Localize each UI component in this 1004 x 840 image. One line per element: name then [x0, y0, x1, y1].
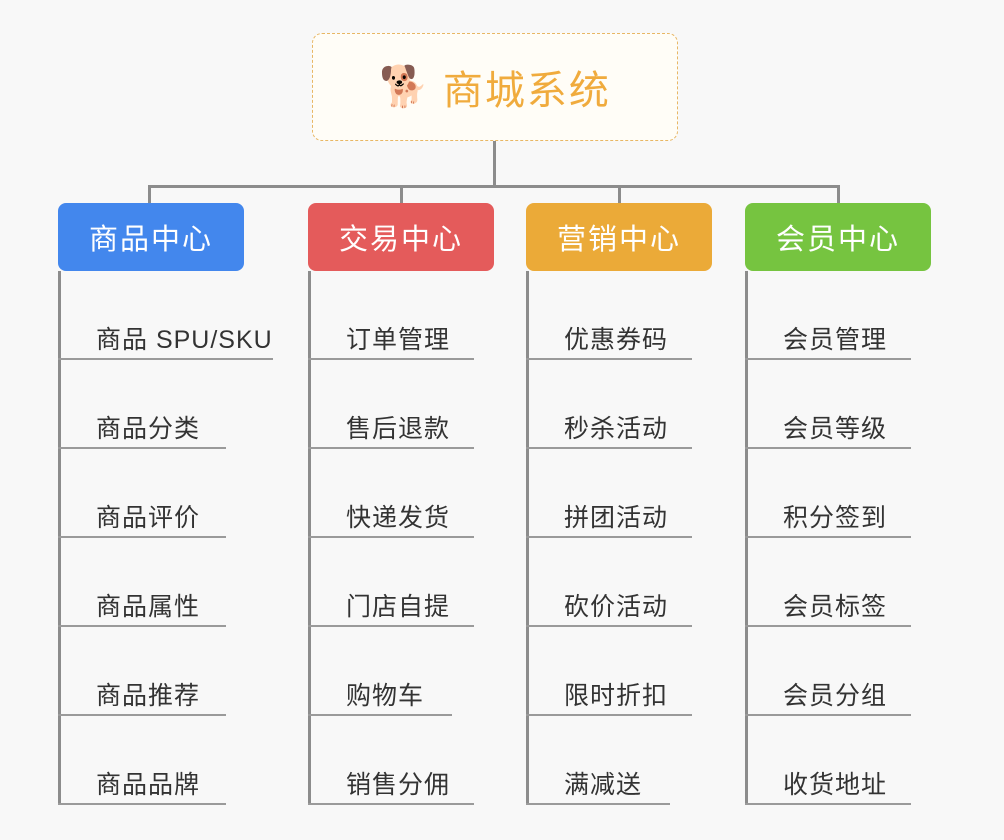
branch-member-center: 会员中心 会员管理 会员等级 积分签到 会员标签 会员分组 收货地址 — [745, 203, 931, 805]
branch-title-product-center: 商品中心 — [88, 224, 213, 256]
leaf-label: 满减送 — [564, 770, 643, 799]
leaf-label: 售后退款 — [346, 414, 451, 443]
leaf-item[interactable]: 商品属性 — [58, 538, 226, 627]
leaf-item[interactable]: 会员分组 — [745, 627, 911, 716]
branch-header-marketing-center[interactable]: 营销中心 — [526, 203, 712, 271]
leaf-item[interactable]: 优惠券码 — [526, 271, 692, 360]
leaf-item[interactable]: 秒杀活动 — [526, 360, 692, 449]
leaf-item[interactable]: 商品推荐 — [58, 627, 226, 716]
leaf-label: 限时折扣 — [564, 681, 669, 710]
leaf-label: 商品 SPU/SKU — [96, 325, 273, 354]
leaf-label: 优惠券码 — [564, 325, 669, 354]
leaf-list-trade-center: 订单管理 售后退款 快递发货 门店自提 购物车 销售分佣 — [308, 271, 494, 805]
leaf-label: 商品评价 — [96, 503, 201, 532]
branch-drop-line-1 — [148, 185, 151, 205]
branch-trunk-line — [308, 271, 311, 805]
branch-title-member-center: 会员中心 — [775, 224, 900, 256]
branch-product-center: 商品中心 商品 SPU/SKU 商品分类 商品评价 商品属性 商品推荐 商品品牌 — [58, 203, 273, 805]
leaf-label: 商品属性 — [96, 592, 201, 621]
leaf-label: 拼团活动 — [564, 503, 669, 532]
branch-header-product-center[interactable]: 商品中心 — [58, 203, 244, 271]
leaf-item[interactable]: 购物车 — [308, 627, 452, 716]
branch-trunk-line — [526, 271, 529, 805]
root-title: 商城系统 — [442, 69, 611, 113]
leaf-label: 销售分佣 — [346, 770, 451, 799]
leaf-label: 秒杀活动 — [564, 414, 669, 443]
branch-header-member-center[interactable]: 会员中心 — [745, 203, 931, 271]
leaf-item[interactable]: 砍价活动 — [526, 538, 692, 627]
leaf-list-marketing-center: 优惠券码 秒杀活动 拼团活动 砍价活动 限时折扣 满减送 — [526, 271, 712, 805]
branch-marketing-center: 营销中心 优惠券码 秒杀活动 拼团活动 砍价活动 限时折扣 满减送 — [526, 203, 712, 805]
leaf-item[interactable]: 会员管理 — [745, 271, 911, 360]
leaf-list-product-center: 商品 SPU/SKU 商品分类 商品评价 商品属性 商品推荐 商品品牌 — [58, 271, 273, 805]
leaf-label: 收货地址 — [783, 770, 888, 799]
branch-drop-line-4 — [837, 185, 840, 205]
branch-title-trade-center: 交易中心 — [338, 224, 463, 256]
leaf-item[interactable]: 订单管理 — [308, 271, 474, 360]
branch-header-trade-center[interactable]: 交易中心 — [308, 203, 494, 271]
leaf-label: 商品推荐 — [96, 681, 201, 710]
leaf-label: 会员管理 — [783, 325, 888, 354]
root-stem-line — [493, 141, 496, 187]
leaf-item[interactable]: 销售分佣 — [308, 716, 474, 805]
leaf-item[interactable]: 商品分类 — [58, 360, 226, 449]
leaf-label: 会员分组 — [783, 681, 888, 710]
leaf-item[interactable]: 商品评价 — [58, 449, 226, 538]
branch-title-marketing-center: 营销中心 — [556, 224, 681, 256]
branch-trade-center: 交易中心 订单管理 售后退款 快递发货 门店自提 购物车 销售分佣 — [308, 203, 494, 805]
leaf-item[interactable]: 售后退款 — [308, 360, 474, 449]
leaf-label: 商品品牌 — [96, 770, 201, 799]
leaf-label: 门店自提 — [346, 592, 451, 621]
leaf-item[interactable]: 门店自提 — [308, 538, 474, 627]
leaf-list-member-center: 会员管理 会员等级 积分签到 会员标签 会员分组 收货地址 — [745, 271, 931, 805]
leaf-item[interactable]: 会员标签 — [745, 538, 911, 627]
leaf-label: 订单管理 — [346, 325, 451, 354]
branch-trunk-line — [745, 271, 748, 805]
leaf-label: 商品分类 — [96, 414, 201, 443]
leaf-label: 砍价活动 — [564, 592, 669, 621]
leaf-item[interactable]: 快递发货 — [308, 449, 474, 538]
leaf-label: 会员标签 — [783, 592, 888, 621]
leaf-label: 快递发货 — [346, 503, 451, 532]
leaf-label: 会员等级 — [783, 414, 888, 443]
leaf-item[interactable]: 积分签到 — [745, 449, 911, 538]
leaf-item[interactable]: 拼团活动 — [526, 449, 692, 538]
leaf-item[interactable]: 商品 SPU/SKU — [58, 271, 273, 360]
branch-drop-line-2 — [400, 185, 403, 205]
branch-drop-line-3 — [618, 185, 621, 205]
leaf-item[interactable]: 商品品牌 — [58, 716, 226, 805]
branch-bus-line — [148, 185, 840, 188]
leaf-item[interactable]: 收货地址 — [745, 716, 911, 805]
branch-trunk-line — [58, 271, 61, 805]
leaf-item[interactable]: 限时折扣 — [526, 627, 692, 716]
root-node[interactable]: 🐕 商城系统 — [312, 33, 678, 141]
leaf-item[interactable]: 满减送 — [526, 716, 670, 805]
leaf-label: 积分签到 — [783, 503, 888, 532]
shiba-dog-emoji-icon: 🐕 — [379, 65, 429, 109]
leaf-label: 购物车 — [346, 681, 425, 710]
leaf-item[interactable]: 会员等级 — [745, 360, 911, 449]
